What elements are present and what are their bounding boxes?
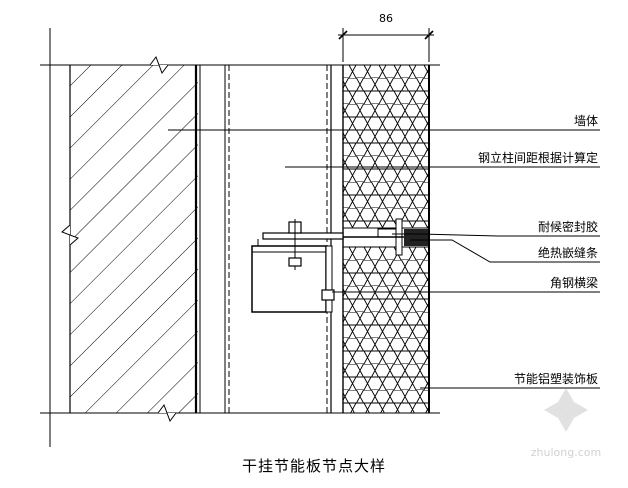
energy-saving-panel <box>342 65 430 413</box>
watermark: zhulong.com <box>531 388 601 459</box>
label-sealant: 耐候密封胶 <box>538 219 598 234</box>
dimension-86: 86 <box>338 12 434 62</box>
label-insulation-strip: 绝热嵌缝条 <box>538 245 598 260</box>
drawing-caption: 干挂节能板节点大样 <box>242 457 386 475</box>
label-wall: 墙体 <box>574 114 598 128</box>
panel-joint <box>343 218 428 256</box>
wall-section <box>49 28 198 447</box>
dimension-label: 86 <box>379 12 393 25</box>
leader-lines <box>168 129 600 389</box>
watermark-text: zhulong.com <box>531 446 601 459</box>
label-panel: 节能铝塑装饰板 <box>514 371 598 386</box>
watermark-logo-icon <box>544 388 588 432</box>
angle-bracket <box>251 219 344 313</box>
label-beam: 角钢横梁 <box>550 275 598 290</box>
label-column-spacing: 钢立柱间距根据计算定 <box>478 150 598 165</box>
